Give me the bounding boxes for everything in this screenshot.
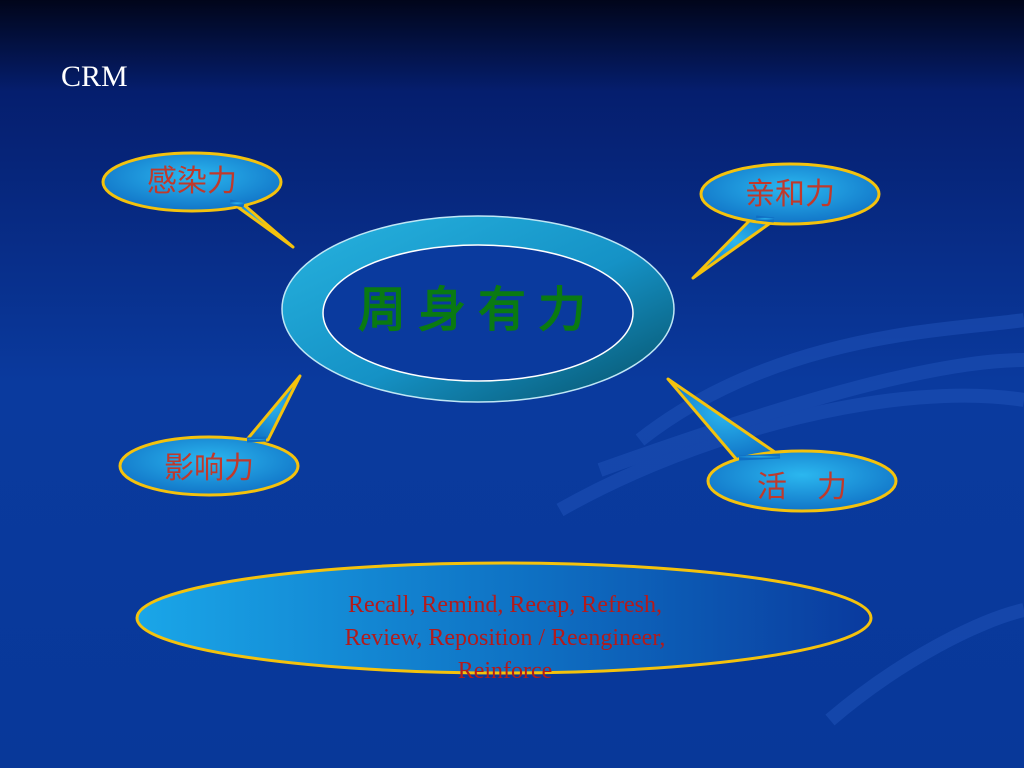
bottom-ellipse-text: Recall, Remind, Recap, Refresh, Review, … xyxy=(290,589,720,688)
callout-bubble-bottom-right xyxy=(666,377,898,513)
bubble-label-top-left: 感染力 xyxy=(147,164,237,199)
bubble-label-top-right: 亲和力 xyxy=(745,177,835,212)
bottom-text-line-3: Reinforce xyxy=(457,658,553,684)
bottom-text-line-1: Recall, Remind, Recap, Refresh, xyxy=(348,592,662,618)
bubble-label-bottom-right: 活 力 xyxy=(757,470,847,505)
callout-bubble-bottom-left xyxy=(118,374,302,497)
center-ring xyxy=(281,215,675,403)
callout-bubble-top-left xyxy=(101,151,295,249)
callout-bubble-top-right xyxy=(691,162,881,280)
bottom-text-line-2: Review, Reposition / Reengineer, xyxy=(344,625,666,651)
bottom-ellipse xyxy=(135,561,873,675)
center-label: 周身有力 xyxy=(357,282,598,338)
slide-title: CRM xyxy=(61,60,128,93)
bubble-label-bottom-left: 影响力 xyxy=(164,451,254,486)
